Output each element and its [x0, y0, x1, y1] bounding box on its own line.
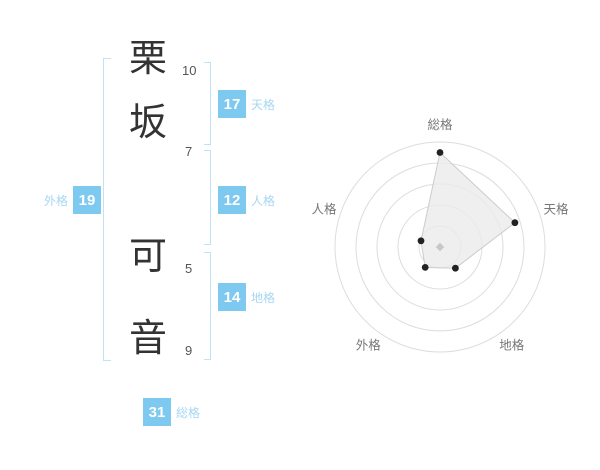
gaikaku-label: 外格 [44, 193, 69, 208]
radar-point-5 [417, 237, 425, 245]
radar-point-4 [421, 264, 429, 271]
radar-axis-label-3: 地格 [499, 338, 525, 353]
chikaku-label: 地格 [251, 290, 276, 305]
name-char-4: 音 [128, 318, 167, 360]
radar-point-1 [436, 149, 444, 156]
soukaku-value-badge: 31 [143, 398, 171, 426]
radar-point-2 [511, 219, 519, 227]
bracket-tenkaku [204, 62, 211, 145]
radar-center-marker [435, 242, 445, 252]
tenkaku-label: 天格 [251, 97, 276, 112]
kaku-chikaku: 14 地格 [218, 283, 275, 311]
tenkaku-value-badge: 17 [218, 90, 246, 118]
jinkaku-label: 人格 [251, 193, 276, 208]
radar-axis-label-4: 外格 [356, 338, 382, 353]
kaku-jinkaku: 12 人格 [218, 186, 275, 214]
bracket-chikaku [204, 252, 211, 360]
radar-ring [334, 141, 546, 353]
radar-axis-label-1: 総格 [427, 117, 453, 132]
stroke-count-3: 5 [185, 261, 193, 276]
bracket-jinkaku [204, 150, 211, 245]
name-char-3: 可 [128, 236, 167, 278]
stroke-count-4: 9 [185, 343, 193, 358]
stroke-count-1: 10 [182, 63, 197, 78]
radar-point-3 [452, 264, 459, 272]
bracket-gaikaku [103, 58, 111, 361]
radar-axis-label-5: 人格 [311, 201, 337, 216]
gaikaku-value-badge: 19 [73, 186, 102, 214]
kaku-gaikaku: 外格 19 [44, 186, 102, 214]
stroke-count-2: 7 [185, 144, 193, 159]
kaku-soukaku: 31 総格 [143, 398, 200, 426]
kaku-tenkaku: 17 天格 [218, 90, 275, 118]
name-char-1: 栗 [128, 38, 167, 80]
soukaku-label: 総格 [176, 405, 201, 420]
jinkaku-value-badge: 12 [218, 186, 246, 214]
radar-axis-label-2: 天格 [543, 201, 569, 216]
name-char-2: 坂 [128, 102, 167, 144]
radar-data-polygon [420, 151, 516, 269]
chikaku-value-badge: 14 [218, 283, 246, 311]
